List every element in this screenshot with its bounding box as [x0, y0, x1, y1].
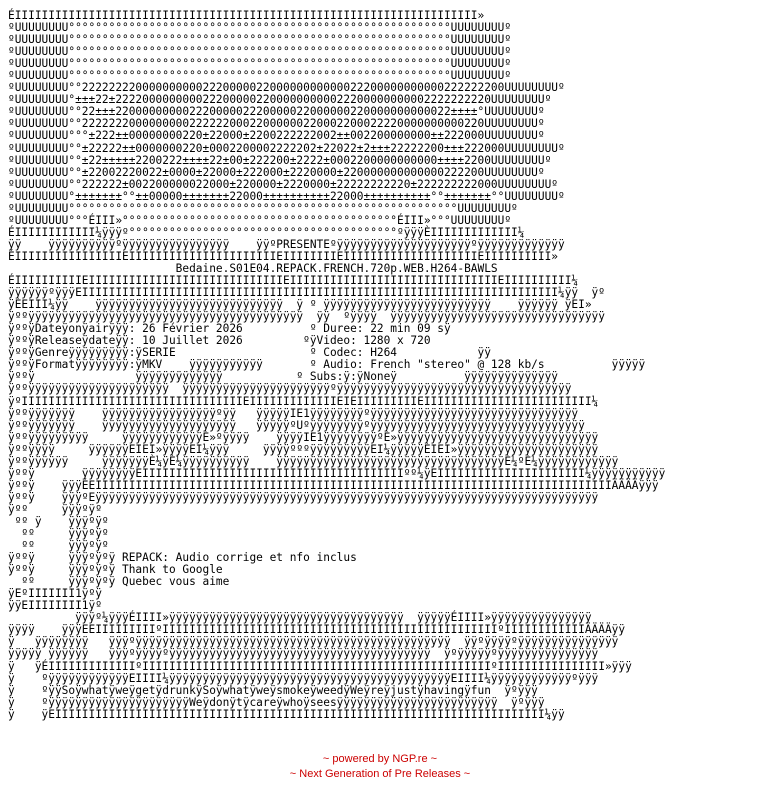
nfo-line: ºUUUUUUUU°°°°°°°°°°°°°°°°°°°°°°°°°°°°°°°… — [8, 33, 512, 47]
nfo-line: ºUUUUUUUU°°°°°°°°°°°°°°°°°°°°°°°°°°°°°°°… — [8, 57, 512, 71]
nfo-line: ÿ ÿÉIIIIIIIIIIIIIºIIIIIIIIIIIIIIIIIIIIII… — [8, 659, 632, 673]
nfo-line: ÿºIIIIIIIIIIIIIIIIIIIIIIIIIIIIIIIIIEIIII… — [8, 394, 599, 408]
nfo-ascii-art: ÉIIIIIIIIIIIIIIIIIIIIIIIIIIIIIIIIIIIIIII… — [8, 9, 666, 721]
nfo-line: ºUUUUUUUU°±±±22±222200000000022200000220… — [8, 93, 552, 107]
nfo-line: ºUUUUUUUU°°°°°°°°°°°°°°°°°°°°°°°°°°°°°°°… — [8, 69, 512, 83]
nfo-line: ÿººÿÿÿÿÿÿÿÿÿÿÿÿÿÿÿÿÿÿÿÿÿÿÿÿÿÿÿÿÿÿÿÿÿÿÿÿÿ… — [8, 310, 605, 324]
nfo-line: ÿººÿ ÿÿÿºÿºÿ Thank to Google — [8, 563, 223, 577]
nfo-line: ÿÿÿÿÿ ÿÿÿÿÿÿ ÿÿÿºÿÿÿÿºÿÿÿÿÿÿÿÿÿÿÿÿÿÿÿÿÿÿ… — [8, 647, 599, 661]
nfo-line: ÿ ºÿÿÿÿÿÿÿÿÿÿÿÿÿÿÿÿÿÿÿÿÿWeÿdonÿtÿcareÿwh… — [8, 695, 545, 709]
nfo-line: ÿºº ÿÿÿºÿº — [8, 502, 102, 516]
nfo-line: ÿ ÿEIIIIIIIIIIIIIIIIIIIIIIIIIIIIIIIIIIII… — [8, 707, 565, 721]
nfo-line: ÿººÿÿÿÿÿÿ ÿÿÿÿÿÿÿÈ¼ÿÈ¼ÿÿÿÿÿÿÿÿÿÿ ÿÿÿÿÿÿÿ… — [8, 454, 619, 468]
nfo-line: ÿÿÿº¼ÿÿÿÉIIII»ÿÿÿÿÿÿÿÿÿÿÿÿÿÿÿÿÿÿÿÿÿÿÿÿÿÿ… — [8, 611, 592, 625]
powered-by-text: ~ powered by NGP.re ~ — [322, 753, 438, 765]
nfo-line: ºUUUUUUUU°°22222220000000002222220002200… — [8, 117, 545, 131]
nfo-line: ÿººÿReleaseÿdateÿÿ: 10 Juillet 2026 ºÿVi… — [8, 334, 431, 348]
nfo-line: ºUUUUUUUU°°°ÉIII»°°°°°°°°°°°°°°°°°°°°°°°… — [8, 213, 512, 227]
nfo-line: ºUUUUUUUU°°°°°°°°°°°°°°°°°°°°°°°°°°°°°°°… — [8, 201, 518, 215]
nfo-line: ÉIIIIIIIIIIEIIIIIIIIIIIIIIIIIIIIIIIIIIII… — [8, 274, 579, 288]
nfo-line: ºUUUUUUUU°°±22002220022±0000±22000±22200… — [8, 165, 545, 179]
nfo-line: Bedaine.S01E04.REPACK.FRENCH.720p.WEB.H2… — [8, 261, 498, 275]
nfo-line: ÿººÿDateÿonÿairÿÿÿ: 26 Février 2026 º Du… — [8, 322, 451, 336]
nfo-line: ºº ÿÿÿºÿºÿ Quebec vous aime — [8, 575, 230, 589]
nfo-line: ºUUUUUUUU°°222222±002200000022000±220000… — [8, 177, 558, 191]
nfo-line: ÉIIIIIIIIIIIIIIIIEIIIIIIIIIIIIIIIIIIIIII… — [8, 249, 558, 263]
nfo-line: ÿ ºÿÿÿÿÿÿÿÿÿÿÿÿEIIII¼ÿÿÿÿÿÿÿÿÿÿÿÿÿÿÿÿÿÿÿ… — [8, 671, 599, 685]
nfo-line: ÿÿÿÿ ÿÿÿEEIIIIIIIIIºIIIIIIIIIIIIIIIIIIII… — [8, 623, 626, 637]
nfo-line: ÿººÿ ÿÿÿÉEIIIIIIIIIIIIIIIIIIIIIIIIIIIIII… — [8, 478, 659, 492]
nfo-line: ºUUUUUUUU°°±22±±±±±2200222±±±±22±00±2222… — [8, 153, 552, 167]
nfo-line: ÿººÿÿÿÿÿÿÿ ÿÿÿÿÿÿÿÿÿÿÿÿÿÿÿÿÿÿÿÿ ÿÿÿÿÿºUº… — [8, 418, 585, 432]
nfo-line: ÿEºIIIIIII1ÿºÿ — [8, 587, 102, 601]
nfo-line: ÿººÿÿÿÿÿÿÿÿÿ ÿÿÿÿÿÿÿÿÿÿÿÿÈ»ºÿÿÿÿ ÿÿÿÿIE1… — [8, 430, 599, 444]
nfo-line: ÿÈEIII¼ÿÿ ÿÿÿÿÿÿÿÿÿÿÿÿÿÿÿÿÿÿÿÿÿÿÿÿÿÿÿÿ ÿ… — [8, 298, 592, 312]
nfo-line: ÿººÿGenreÿÿÿÿÿÿÿÿÿ:ÿSERIE º Codec: H264 … — [8, 346, 491, 360]
nfo-line: ÉIIIIIIIIIIIIIIIIIIIIIIIIIIIIIIIIIIIIIII… — [8, 9, 485, 22]
nfo-line: ÿººÿÿÿÿÿÿÿÿÿÿÿÿÿÿÿÿÿÿÿÿÿ ÿÿÿÿÿÿÿÿÿÿÿÿÿÿÿ… — [8, 382, 572, 396]
nfo-line: ºº ÿ ÿÿÿºÿº — [8, 514, 109, 528]
nfo-line: ÿººÿ ÿÿÿºÿºÿ REPACK: Audio corrige et nf… — [8, 551, 357, 565]
nfo-line: ÿººÿ ÿÿÿºEÿÿÿÿÿÿÿÿÿÿÿÿÿÿÿÿÿÿÿÿÿÿÿÿÿÿÿÿÿÿ… — [8, 490, 599, 504]
nfo-line: ÿººÿÿÿÿ ÿÿÿÿÿÿEIEI»ÿÿÿÿEI¼ÿÿÿ ÿÿÿÿºººÿÿÿ… — [8, 442, 599, 456]
nfo-line: ºUUUUUUUU°°°°°°°°°°°°°°°°°°°°°°°°°°°°°°°… — [8, 45, 512, 59]
nfo-line: ºº ÿÿÿºÿº — [8, 539, 109, 553]
nfo-line: ºUUUUUUUU°°±22222±±0000000220±0002200002… — [8, 141, 565, 155]
nfo-line: ºUUUUUUUU°°22±±±220000000002220000022200… — [8, 105, 545, 119]
nfo-line: ÿ ºÿÿSoÿwhatÿweÿgetÿdrunkÿSoÿwhatÿweÿsmo… — [8, 683, 538, 697]
nfo-line: ÿººÿ ÿÿÿÿÿÿÿÿEIIIIIIIIIIIIIIIIIIIIIIIIII… — [8, 466, 666, 480]
nfo-line: ºUUUUUUUU°°22222222000000000022200000220… — [8, 81, 565, 95]
nfo-line: ÿººÿFormatÿÿÿÿÿÿÿÿ:ÿMKV ÿÿÿÿÿÿÿÿÿÿÿ º Au… — [8, 358, 646, 372]
nfo-line: ºUUUUUUUU°±±±±±±±°°±±00000±±±±±±±22000±±… — [8, 189, 565, 203]
tagline-text: ~ Next Generation of Pre Releases ~ — [289, 768, 471, 780]
nfo-line: ÿÿ ÿÿÿÿÿÿÿÿÿÿºÿÿÿÿÿÿÿÿÿÿÿÿÿÿÿÿ ÿÿºPRESEN… — [8, 237, 565, 251]
nfo-line: ºº ÿÿÿºÿº — [8, 527, 109, 541]
nfo-line: ÿÿEIIIIIIII1ÿº — [8, 599, 102, 613]
nfo-line: ÿÿÿÿÿÿºÿÿÿEIIIIIIIIIIIIIIIIIIIIIIIIIIIII… — [8, 286, 605, 300]
nfo-line: ºUUUUUUUU°°°°°°°°°°°°°°°°°°°°°°°°°°°°°°°… — [8, 21, 512, 35]
nfo-line: ÿººÿ ÿÿÿÿÿÿÿÿÿÿÿÿÿ º Subs:ÿ:ÿNoneÿ ÿÿÿÿÿ… — [8, 370, 558, 384]
footer: ~ powered by NGP.re ~ ~ Next Generation … — [0, 752, 760, 782]
nfo-line: ÿ ÿÿÿÿÿÿÿÿ ÿÿÿºÿÿÿÿÿÿÿÿÿÿÿÿÿÿÿÿÿÿÿÿÿÿÿÿÿ… — [8, 635, 619, 649]
nfo-line: ºUUUUUUUU°°°±222±±00000000220±22000±2200… — [8, 129, 545, 143]
nfo-line: ÉIIIIIIIIIIII¼ÿÿÿº°°°°°°°°°°°°°°°°°°°°°°… — [8, 225, 525, 239]
nfo-line: ÿººÿÿÿÿÿÿÿ ÿÿÿÿÿÿÿÿÿÿÿÿÿÿÿÿÿºÿÿ ÿÿÿÿÿIE1… — [8, 406, 579, 420]
